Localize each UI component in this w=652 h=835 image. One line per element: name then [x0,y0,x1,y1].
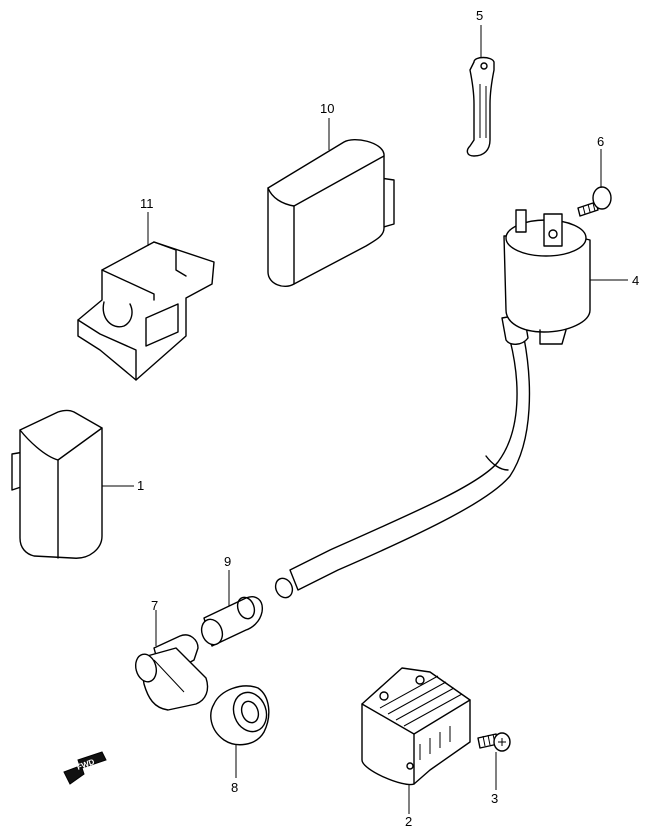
callout-4: 4 [632,273,639,288]
part-5-strap: 5 [466,8,495,157]
callout-6: 6 [597,134,604,149]
part-3-screw: 3 [477,732,511,806]
callout-10: 10 [320,101,334,116]
part-10-box: 10 [267,101,395,288]
part-7-sleeve: 7 [134,598,209,711]
part-1-box: 1 [11,409,144,559]
callout-8: 8 [231,780,238,795]
callout-3: 3 [491,791,498,806]
callout-1: 1 [137,478,144,493]
part-2-regulator: 2 [361,667,471,829]
callout-7: 7 [151,598,158,613]
part-4-ignition-coil: 4 [274,209,639,599]
part-6-screw: 6 [577,134,612,217]
callout-5: 5 [476,8,483,23]
part-11-bracket: 11 [77,196,215,381]
part-9-cap: 9 [200,554,263,647]
callout-9: 9 [224,554,231,569]
part-8-grommet: 8 [210,685,270,795]
callout-2: 2 [405,814,412,829]
callout-11: 11 [140,196,154,211]
forward-direction-marker: FWD [63,751,107,785]
